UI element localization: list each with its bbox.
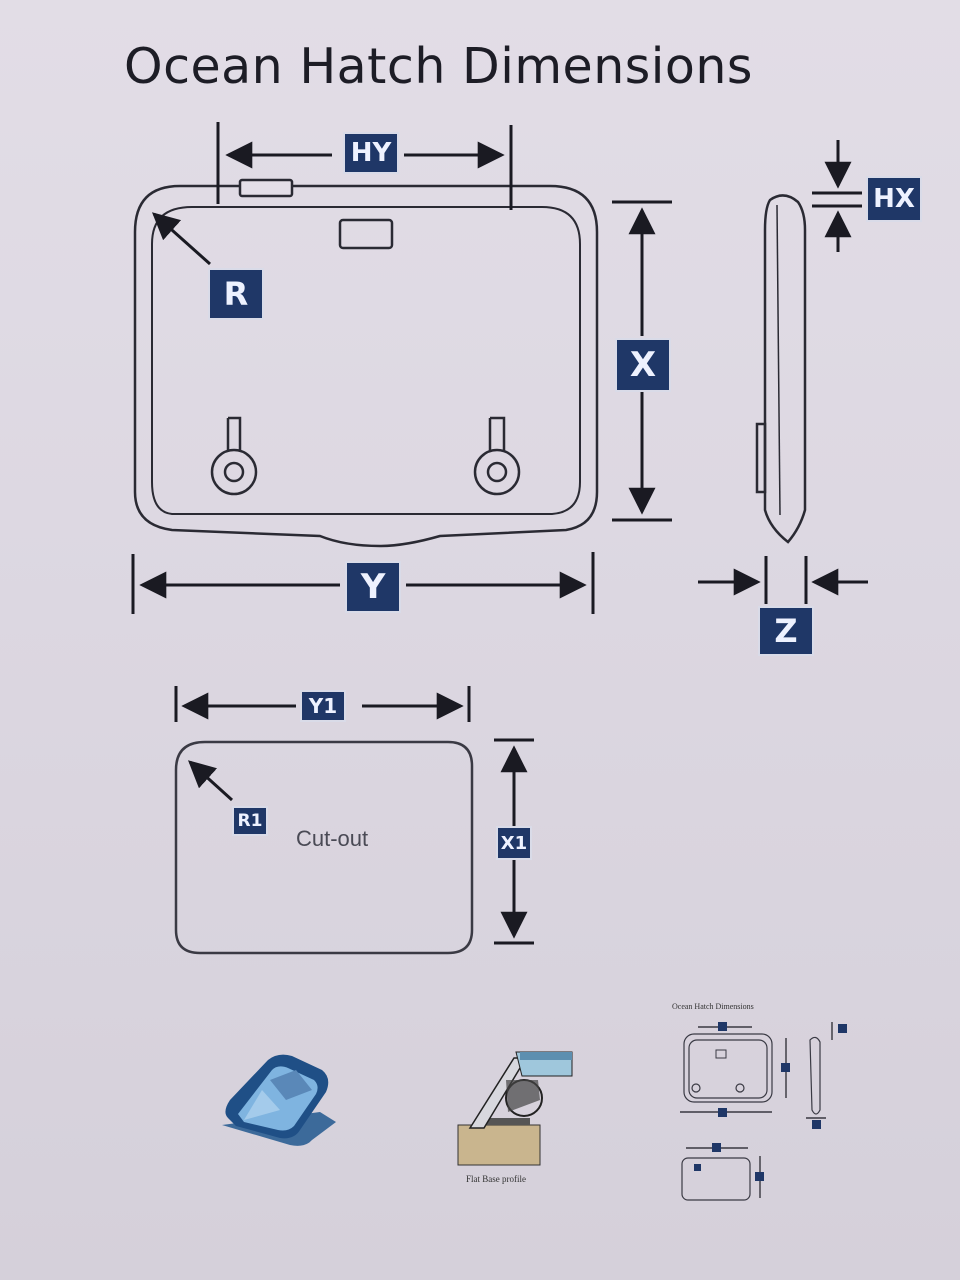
label-z: Z — [758, 606, 814, 656]
label-r1: R1 — [232, 806, 268, 836]
thumbnail-flat-base-profile — [457, 1051, 573, 1166]
label-x1: X1 — [496, 826, 532, 860]
dimension-y1 — [174, 686, 471, 722]
cutout-label: Cut-out — [296, 826, 369, 851]
label-y: Y — [345, 561, 401, 613]
dimension-r — [151, 212, 211, 266]
dimension-y — [131, 552, 595, 614]
label-hx: HX — [866, 176, 922, 222]
label-hy: HY — [343, 132, 399, 174]
label-y1: Y1 — [300, 690, 346, 722]
hatch-side-view — [755, 194, 807, 544]
dimension-x — [612, 200, 672, 522]
cutout-shape — [174, 740, 474, 955]
mini-drawing-title: Ocean Hatch Dimensions — [672, 1002, 754, 1011]
label-r: R — [208, 268, 264, 320]
dimension-x1 — [494, 738, 534, 945]
label-x: X — [615, 338, 671, 392]
dimension-r1 — [187, 760, 234, 802]
thumbnail-hatch-3d — [222, 1054, 336, 1146]
hatch-top-view — [133, 178, 599, 548]
page-title: Ocean Hatch Dimensions — [124, 38, 753, 95]
thumbnail-mini-labels — [694, 1022, 847, 1181]
dimension-hx — [812, 140, 862, 252]
dimension-z — [698, 556, 868, 604]
dimension-hy — [216, 122, 513, 210]
profile-caption: Flat Base profile — [466, 1174, 526, 1184]
